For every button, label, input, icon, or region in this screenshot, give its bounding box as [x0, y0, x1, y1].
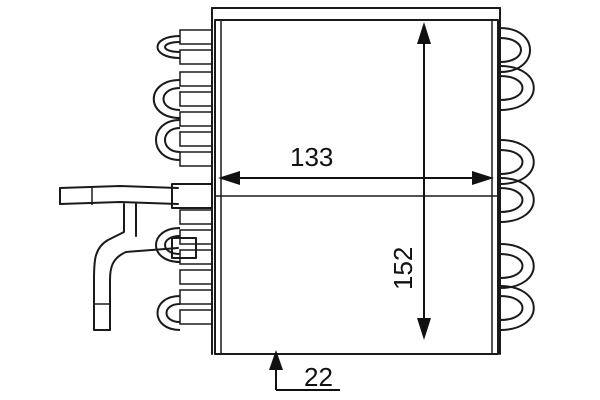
height-dimension: 152 [388, 22, 431, 340]
width-dimension: 133 [218, 142, 494, 185]
connection-pipes [59, 183, 213, 331]
width-dimension-label: 133 [290, 142, 333, 172]
depth-dimension: 22 [269, 350, 340, 392]
left-tube-stubs [179, 29, 213, 325]
height-dimension-label: 152 [388, 247, 418, 290]
cooler-core [211, 7, 501, 355]
depth-dimension-label: 22 [304, 362, 333, 392]
left-coil-tubes [152, 35, 181, 331]
right-coil-tubes [499, 27, 535, 331]
